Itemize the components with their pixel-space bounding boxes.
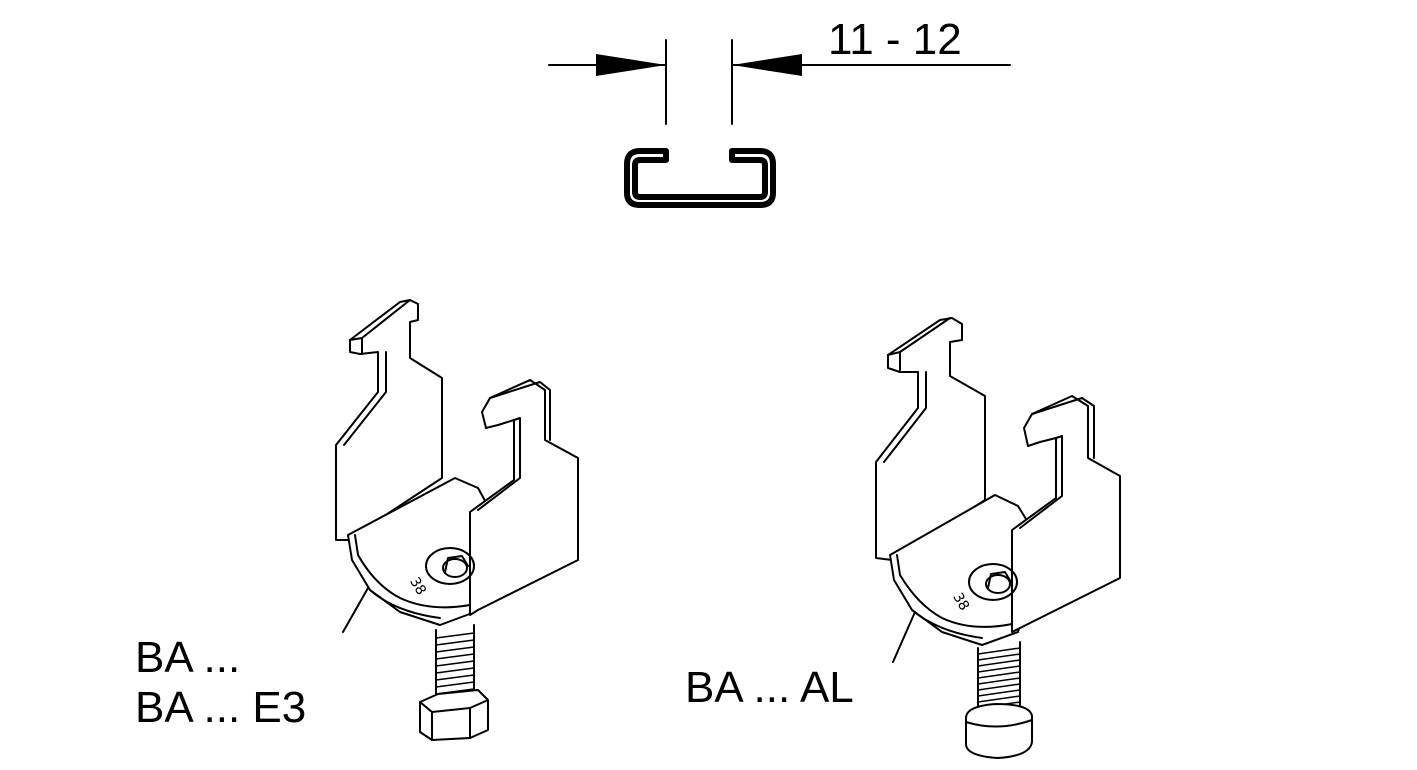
clip-right-screw-head bbox=[985, 574, 1011, 594]
dimension-group: 11 - 12 bbox=[548, 15, 1011, 125]
clip-left-hex-nut bbox=[419, 689, 489, 741]
clip-right-front-arm bbox=[1011, 395, 1121, 633]
clip-right-leader-line bbox=[892, 611, 916, 663]
clip-left-back-arm bbox=[335, 299, 443, 541]
clip-left-washer bbox=[425, 547, 475, 585]
clip-right-cap-nut bbox=[965, 703, 1033, 759]
dimension-arrow-left bbox=[596, 54, 666, 76]
clip-right-label: BA ... AL bbox=[685, 663, 854, 712]
clip-left-label-line2: BA ... E3 bbox=[135, 683, 306, 732]
clip-right: 38 bbox=[875, 317, 1121, 759]
clip-right-size-marking: 38 bbox=[949, 590, 972, 613]
clip-left-threaded-rod bbox=[435, 624, 475, 701]
clip-left-leader-line bbox=[342, 587, 369, 633]
clip-left: 38 bbox=[335, 299, 579, 741]
clip-right-washer bbox=[968, 563, 1018, 601]
clip-left-label-line1: BA ... bbox=[135, 633, 240, 682]
clip-left-front-arm bbox=[469, 379, 579, 616]
clip-left-size-marking: 38 bbox=[406, 575, 429, 598]
dimension-label: 11 - 12 bbox=[828, 15, 962, 64]
clip-left-screw-head bbox=[442, 558, 468, 578]
rail-profile bbox=[624, 148, 776, 208]
